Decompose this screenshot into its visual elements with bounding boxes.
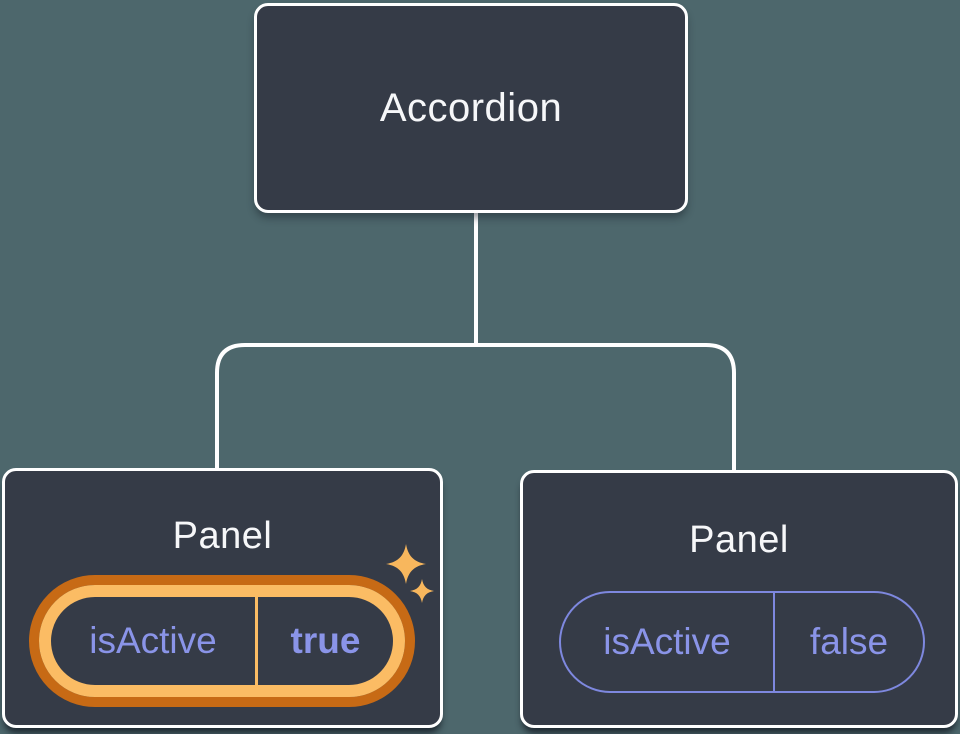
- prop-name: isActive: [89, 620, 217, 661]
- prop-value: false: [809, 621, 889, 662]
- node-label: Panel: [689, 519, 789, 561]
- node-label: Panel: [172, 515, 273, 557]
- prop-value: true: [290, 620, 361, 661]
- prop-pill-active: isActive true: [29, 575, 415, 707]
- tree-node-accordion: Accordion: [254, 3, 688, 213]
- tree-node-panel-inactive: Panel isActive false: [520, 470, 958, 728]
- prop-name: isActive: [603, 621, 731, 662]
- prop-pill-divider: [773, 593, 775, 691]
- tree-node-panel-active: Panel isActive true: [2, 468, 443, 728]
- node-label: Accordion: [379, 85, 563, 130]
- prop-pill-active-inner: isActive true: [39, 585, 405, 697]
- prop-pill-inactive: isActive false: [559, 591, 925, 693]
- prop-pill-divider: [255, 597, 258, 685]
